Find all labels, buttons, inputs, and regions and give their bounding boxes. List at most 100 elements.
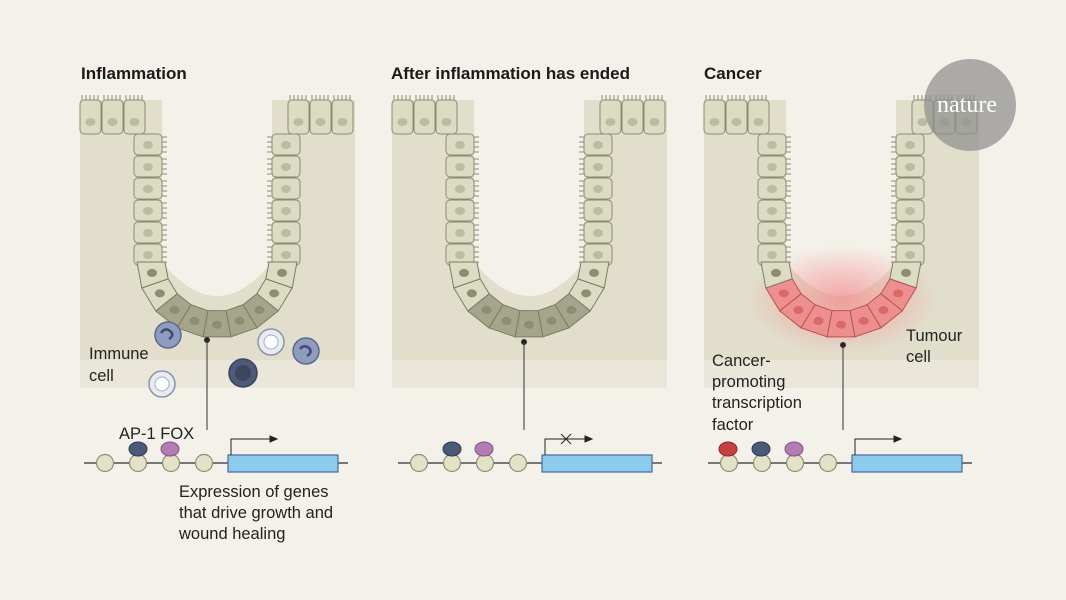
cell-nucleus bbox=[501, 316, 512, 325]
tumour-glow bbox=[747, 245, 937, 355]
cell-nucleus bbox=[893, 289, 904, 298]
epithelial-cell bbox=[643, 99, 666, 135]
cell-nucleus bbox=[281, 207, 291, 215]
cell-nucleus bbox=[107, 118, 118, 126]
gene-box bbox=[541, 454, 653, 473]
cell-nucleus bbox=[767, 251, 777, 259]
dna-track-inflammation bbox=[84, 453, 348, 473]
nucleosome bbox=[442, 453, 462, 473]
cell-nucleus bbox=[254, 306, 265, 315]
cell-nucleus bbox=[771, 268, 782, 277]
cell-nucleus bbox=[143, 229, 153, 237]
cell-nucleus bbox=[234, 316, 245, 325]
cell-nucleus bbox=[212, 320, 222, 329]
cell-nucleus bbox=[709, 118, 720, 126]
expression-label-line2: that drive growth and bbox=[179, 504, 333, 522]
nucleosome bbox=[752, 453, 772, 473]
gene-box bbox=[851, 454, 963, 473]
cell-nucleus bbox=[281, 251, 291, 259]
cell-nucleus bbox=[455, 207, 465, 215]
crypt-after-inflammation bbox=[391, 95, 667, 388]
factor-label-line2: promoting bbox=[712, 373, 785, 391]
cell-nucleus bbox=[905, 207, 915, 215]
immune-cells bbox=[148, 321, 320, 398]
nucleosome bbox=[128, 453, 148, 473]
crypt-lumen bbox=[474, 100, 584, 296]
arrow-active-inflammation bbox=[230, 435, 279, 455]
cell-nucleus bbox=[627, 118, 638, 126]
crypt-cancer bbox=[703, 95, 979, 388]
connector-lines bbox=[204, 337, 846, 430]
cell-nucleus bbox=[767, 141, 777, 149]
cell-nucleus bbox=[281, 229, 291, 237]
cell-nucleus bbox=[917, 118, 928, 126]
epithelial-cell bbox=[79, 99, 102, 135]
cell-nucleus bbox=[753, 118, 764, 126]
epithelial-cell bbox=[287, 99, 310, 135]
epithelial-cell bbox=[747, 99, 770, 135]
cell-nucleus bbox=[481, 306, 492, 315]
nucleosome bbox=[508, 453, 528, 473]
cell-nucleus bbox=[878, 306, 889, 315]
nucleosome bbox=[818, 453, 838, 473]
cell-nucleus bbox=[905, 185, 915, 193]
cell-nucleus bbox=[143, 185, 153, 193]
tissue-fade bbox=[392, 360, 667, 388]
cancer-promoting-factor bbox=[718, 441, 738, 457]
gene-box bbox=[227, 454, 339, 473]
cell-nucleus bbox=[793, 306, 804, 315]
immune-cell-label-line2: cell bbox=[89, 367, 114, 385]
factor-label-line1: Cancer- bbox=[712, 352, 771, 370]
transcription-factors-after bbox=[442, 441, 494, 457]
cell-nucleus bbox=[593, 229, 603, 237]
nucleosome bbox=[194, 453, 214, 473]
cell-nucleus bbox=[905, 251, 915, 259]
transcription-arrows bbox=[230, 433, 903, 455]
epithelial-cell bbox=[123, 99, 146, 135]
cell-nucleus bbox=[905, 163, 915, 171]
cell-nucleus bbox=[566, 306, 577, 315]
transcription-factors-inflammation bbox=[128, 441, 180, 457]
epithelial-cell bbox=[725, 99, 748, 135]
cell-nucleus bbox=[129, 118, 140, 126]
cell-nucleus bbox=[731, 118, 742, 126]
nucleosome bbox=[719, 453, 739, 473]
cell-nucleus bbox=[836, 320, 846, 329]
cell-nucleus bbox=[813, 316, 824, 325]
cell-nucleus bbox=[293, 118, 304, 126]
cell-nucleus bbox=[466, 289, 477, 298]
epithelial-cell bbox=[413, 99, 436, 135]
immune-cell-1 bbox=[154, 321, 182, 349]
cell-nucleus bbox=[276, 268, 287, 277]
cell-nucleus bbox=[419, 118, 430, 126]
epithelial-cell bbox=[331, 99, 354, 135]
tissue-fade bbox=[704, 360, 979, 388]
cell-nucleus bbox=[455, 141, 465, 149]
cell-nucleus bbox=[546, 316, 557, 325]
immune-cell-3 bbox=[292, 337, 320, 365]
cell-nucleus bbox=[605, 118, 616, 126]
dna-track-cancer bbox=[708, 453, 972, 473]
cell-nucleus bbox=[524, 320, 534, 329]
cell-nucleus bbox=[767, 207, 777, 215]
fox-factor bbox=[160, 441, 180, 457]
arrow-active-cancer bbox=[854, 435, 903, 455]
expression-label-line1: Expression of genes bbox=[179, 483, 329, 501]
cell-nucleus bbox=[455, 163, 465, 171]
nucleosome bbox=[161, 453, 181, 473]
cell-nucleus bbox=[593, 207, 603, 215]
factor-label-ap1-fox: AP-1 FOX bbox=[119, 425, 194, 443]
ap1-factor bbox=[128, 441, 148, 457]
immune-cell-2 bbox=[257, 328, 285, 356]
cell-nucleus bbox=[143, 141, 153, 149]
cell-nucleus bbox=[455, 251, 465, 259]
immune-cell-4 bbox=[228, 358, 258, 388]
ap1-factor bbox=[442, 441, 462, 457]
cell-nucleus bbox=[281, 185, 291, 193]
immune-cell-5 bbox=[148, 370, 176, 398]
cell-nucleus bbox=[581, 289, 592, 298]
cell-nucleus bbox=[315, 118, 326, 126]
panel-title-after-inflammation: After inflammation has ended bbox=[391, 64, 630, 83]
cell-nucleus bbox=[767, 185, 777, 193]
